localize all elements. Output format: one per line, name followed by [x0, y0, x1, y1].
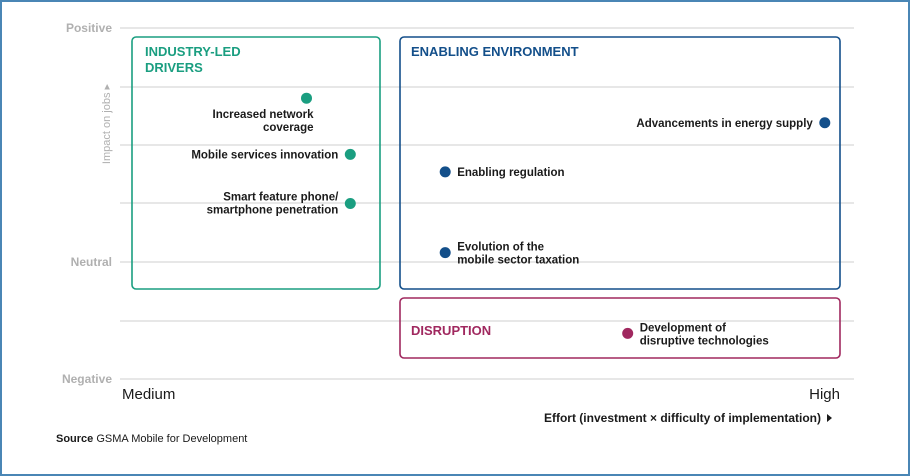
data-label: mobile sector taxation — [457, 255, 579, 267]
x-axis-label: Effort (investment × difficulty of imple… — [544, 411, 821, 425]
quadrant-title: INDUSTRY-LED — [145, 44, 241, 59]
y-tick-label: Neutral — [71, 255, 112, 269]
data-point — [344, 198, 356, 209]
x-axis-arrow-icon — [827, 414, 832, 422]
y-axis-label: Impact on jobs ▸ — [101, 83, 113, 164]
data-label: disruptive technologies — [640, 335, 769, 347]
data-label: Mobile services innovation — [191, 149, 338, 161]
x-tick-label: Medium — [122, 386, 175, 403]
data-label: Enabling regulation — [457, 167, 564, 179]
quadrant-box — [399, 36, 841, 290]
quadrant-box — [399, 297, 841, 359]
source-text: GSMA Mobile for Development — [96, 433, 248, 445]
quadrant-title: ENABLING ENVIRONMENT — [411, 44, 579, 59]
quadrant-box — [131, 36, 381, 290]
x-tick-label: High — [809, 386, 840, 403]
data-point — [439, 166, 451, 178]
data-label: Increased network — [213, 109, 315, 121]
y-tick-label: Negative — [62, 372, 112, 386]
source-label: Source — [56, 433, 94, 445]
data-label: Smart feature phone/ — [223, 192, 339, 204]
quadrant-title: DISRUPTION — [411, 323, 491, 338]
data-point — [622, 327, 634, 339]
y-tick-label: Positive — [66, 21, 112, 35]
data-label: smartphone penetration — [207, 205, 339, 217]
data-label: Evolution of the — [457, 242, 544, 254]
data-point — [344, 148, 356, 160]
source-note: Source GSMA Mobile for Development — [56, 433, 247, 445]
data-label: Development of — [640, 322, 726, 334]
data-label: coverage — [263, 122, 314, 134]
quadrant-title: DRIVERS — [145, 60, 203, 75]
data-point — [301, 92, 312, 104]
data-point — [819, 117, 831, 129]
data-point — [439, 247, 451, 259]
data-label: Advancements in energy supply — [636, 118, 813, 130]
